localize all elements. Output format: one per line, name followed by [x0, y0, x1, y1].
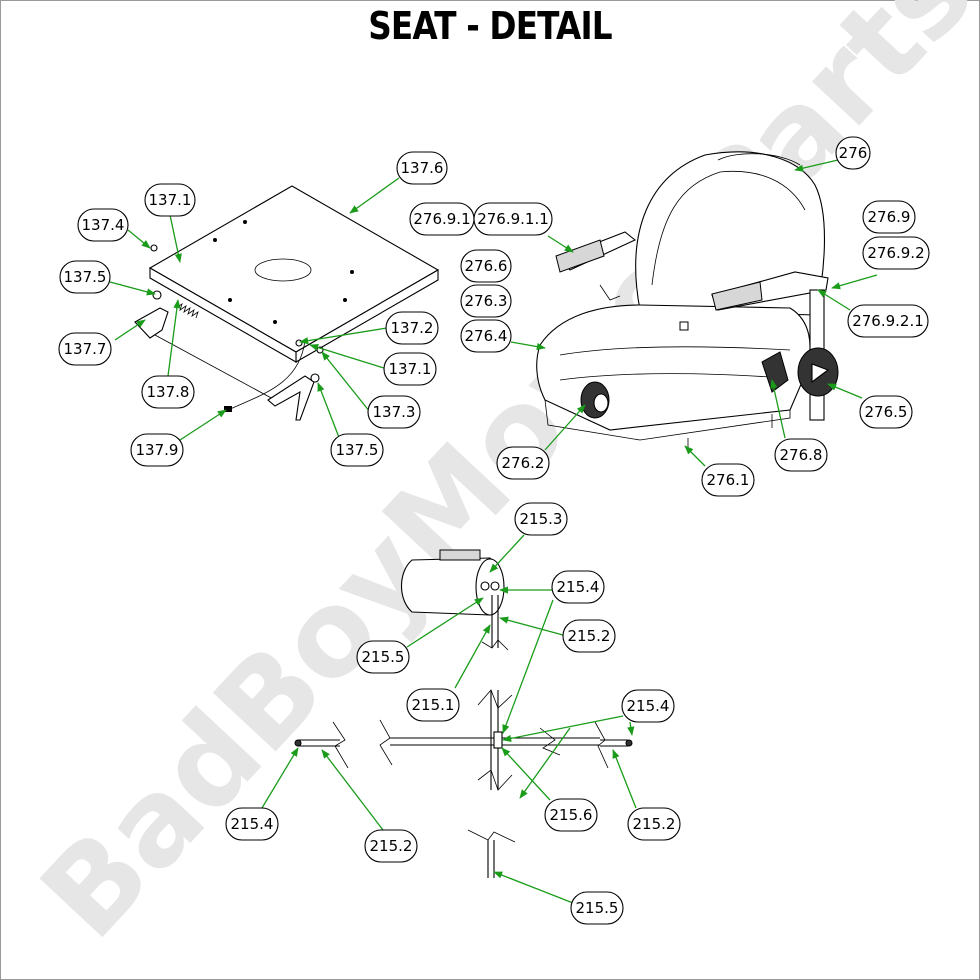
- callout-137-8: 137.8: [141, 375, 195, 409]
- callout-label: 137.6: [401, 159, 444, 177]
- callout-label: 276.4: [465, 327, 508, 345]
- callout-276-2: 276.2: [496, 446, 550, 480]
- callout-276-5: 276.5: [859, 395, 913, 429]
- callout-label: 137.2: [391, 319, 434, 337]
- callout-label: 215.4: [557, 578, 600, 596]
- callout-label: 276.1: [707, 471, 750, 489]
- seat-assembly: [536, 151, 839, 452]
- callout-215-4-right: 215.4: [621, 689, 675, 723]
- callout-137-2: 137.2: [385, 311, 439, 345]
- callout-137-4: 137.4: [77, 208, 129, 242]
- callout-label: 215.5: [362, 648, 405, 666]
- callout-215-5-top: 215.5: [356, 640, 410, 674]
- callout-215-3: 215.3: [514, 502, 568, 536]
- callout-label: 276.9.2: [867, 244, 924, 262]
- callout-label: 276.6: [465, 257, 508, 275]
- callout-label: 276: [839, 144, 868, 162]
- callout-label: 276.5: [865, 403, 908, 421]
- callout-215-2-top: 215.2: [562, 619, 616, 653]
- callout-label: 215.5: [576, 899, 619, 917]
- leader-lines: [109, 159, 878, 904]
- callout-276-9-1: 276.9.1: [409, 202, 475, 236]
- callout-label: 137.1: [389, 360, 432, 378]
- callout-label: 276.8: [780, 446, 823, 464]
- callout-label: 215.1: [412, 696, 455, 714]
- callout-label: 276.9: [868, 208, 911, 226]
- callout-label: 276.2: [502, 454, 545, 472]
- callout-137-6: 137.6: [396, 151, 448, 185]
- callout-137-7: 137.7: [58, 332, 112, 366]
- callout-label: 137.7: [64, 340, 107, 358]
- callout-137-1-bottom: 137.1: [383, 352, 437, 386]
- callout-276-3: 276.3: [460, 284, 512, 318]
- callout-label: 215.4: [231, 815, 274, 833]
- callout-215-2-left: 215.2: [364, 829, 418, 863]
- callout-label: 215.2: [568, 627, 611, 645]
- callout-label: 215.2: [633, 815, 676, 833]
- callout-label: 137.4: [82, 216, 125, 234]
- callout-137-5-right: 137.5: [330, 433, 384, 467]
- callout-215-1: 215.1: [406, 688, 460, 722]
- callout-label: 276.9.1: [413, 210, 470, 228]
- callout-215-6: 215.6: [544, 798, 598, 832]
- callout-276-8: 276.8: [774, 438, 828, 472]
- callout-label: 137.8: [147, 383, 190, 401]
- callout-label: 215.2: [370, 837, 413, 855]
- callout-137-1-top: 137.1: [144, 183, 196, 217]
- callout-276-9-2-1: 276.9.2.1: [847, 304, 929, 338]
- callout-215-4-left: 215.4: [225, 807, 279, 841]
- callout-137-3: 137.3: [367, 395, 421, 429]
- callout-276-9-2: 276.9.2: [862, 236, 930, 270]
- callout-label: 137.3: [373, 403, 416, 421]
- callout-label: 137.5: [336, 441, 379, 459]
- callout-276-9: 276.9: [862, 200, 916, 234]
- callout-215-5-bottom: 215.5: [570, 891, 624, 925]
- callout-276-4: 276.4: [460, 319, 512, 353]
- callout-label: 276.9.2.1: [852, 312, 924, 330]
- callout-276: 276: [835, 136, 871, 170]
- callout-label: 137.5: [64, 268, 107, 286]
- callout-276-6: 276.6: [460, 249, 512, 283]
- page-title: SEAT - DETAIL: [368, 4, 612, 48]
- callout-label: 276.3: [465, 292, 508, 310]
- callout-137-5-left: 137.5: [59, 260, 111, 294]
- callout-label: 137.9: [136, 441, 179, 459]
- callout-label: 215.6: [550, 806, 593, 824]
- callout-215-2-right: 215.2: [627, 807, 681, 841]
- callout-276-9-1-1: 276.9.1.1: [473, 202, 553, 236]
- callout-label: 215.3: [520, 510, 563, 528]
- seat-plate-assembly: [134, 185, 440, 421]
- callout-276-1: 276.1: [701, 463, 755, 497]
- callout-label: 215.4: [627, 697, 670, 715]
- watermark: BadBoyMowerParts.com: [15, 0, 980, 964]
- callout-137-9: 137.9: [130, 433, 184, 467]
- callout-label: 276.9.1.1: [477, 210, 549, 228]
- callout-label: 137.1: [149, 191, 192, 209]
- callout-215-4-top: 215.4: [551, 570, 605, 604]
